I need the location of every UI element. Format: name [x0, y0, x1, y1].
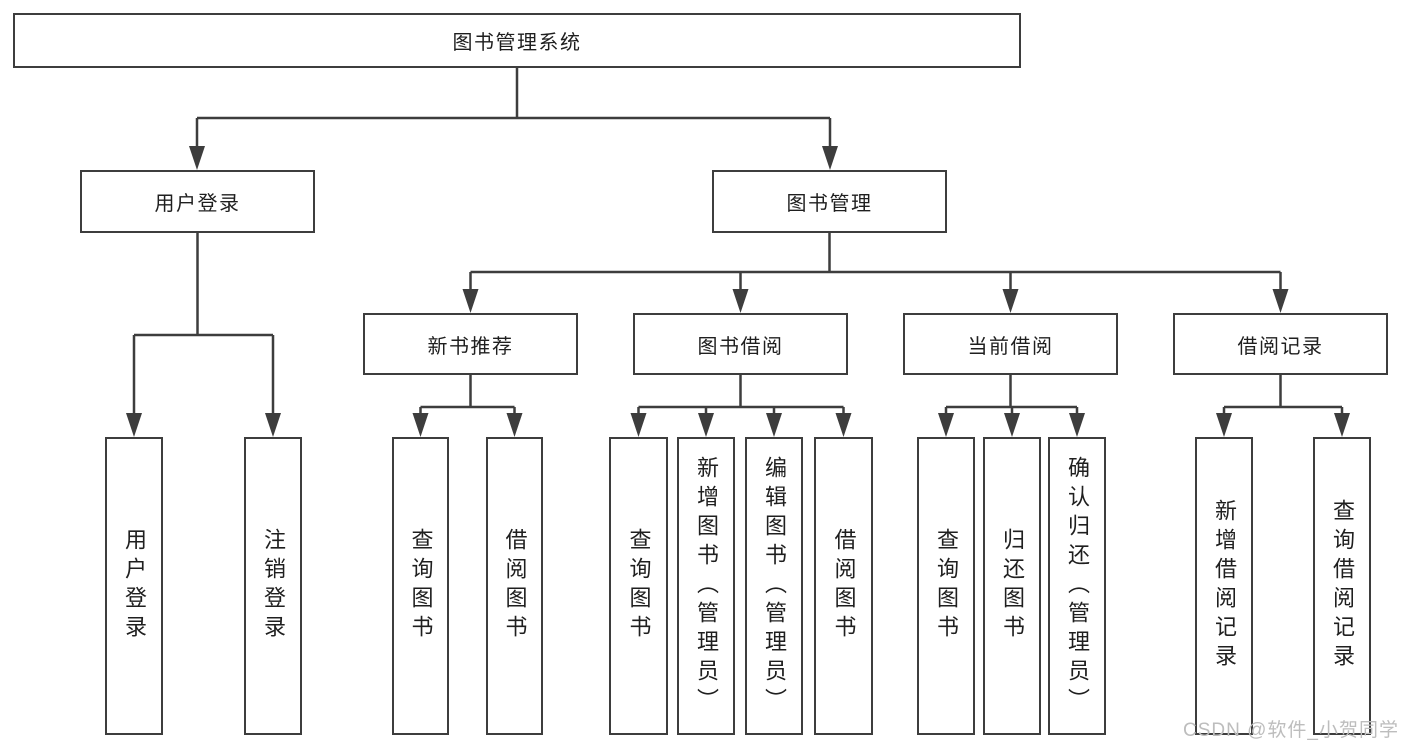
arrowhead — [265, 413, 281, 437]
leaf-record-query-record: 查询借阅记录 — [1313, 437, 1371, 735]
arrowhead — [698, 413, 714, 437]
leaf-current-confirm-return-admin-label: 确认归还（管理员） — [1065, 455, 1090, 717]
leaf-record-add-record: 新增借阅记录 — [1195, 437, 1253, 735]
leaf-user-login-label: 用户登录 — [122, 528, 147, 644]
node-new-book-recommend: 新书推荐 — [363, 313, 578, 375]
node-current-borrow-label: 当前借阅 — [967, 335, 1054, 358]
node-root-label: 图书管理系统 — [452, 32, 582, 54]
leaf-logout: 注销登录 — [244, 437, 302, 735]
node-user-login-label: 用户登录 — [154, 193, 241, 215]
leaf-borrow-query-book: 查询图书 — [609, 437, 668, 735]
arrowhead — [732, 289, 749, 313]
leaf-current-query-book-label: 查询图书 — [934, 528, 959, 644]
arrowhead — [1334, 413, 1350, 437]
arrowhead — [822, 146, 838, 170]
arrowhead — [462, 289, 479, 313]
leaf-recommend-borrow-book: 借阅图书 — [486, 437, 543, 735]
arrowhead — [1069, 413, 1085, 437]
arrowhead — [766, 413, 782, 437]
leaf-recommend-borrow-book-label: 借阅图书 — [502, 528, 528, 644]
leaf-borrow-borrow-book-label: 借阅图书 — [831, 528, 857, 644]
arrowhead — [1002, 289, 1019, 313]
leaf-borrow-add-book-admin-label: 新增图书（管理员） — [694, 455, 719, 717]
arrowhead — [412, 413, 429, 437]
node-borrow-record-label: 借阅记录 — [1237, 335, 1324, 358]
leaf-recommend-query-book: 查询图书 — [392, 437, 449, 735]
connector-bookmgmt-to-level3 — [462, 233, 1289, 313]
node-book-borrow: 图书借阅 — [633, 313, 848, 375]
connector-current-to-leaves — [938, 375, 1085, 437]
leaf-user-login: 用户登录 — [105, 437, 163, 735]
leaf-recommend-query-book-label: 查询图书 — [408, 528, 434, 644]
arrowhead — [126, 413, 142, 437]
leaf-logout-label: 注销登录 — [261, 528, 286, 644]
arrowhead — [630, 413, 647, 437]
connector-root-to-level2 — [189, 68, 838, 170]
csdn-watermark: CSDN @软件_小贺同学 — [1183, 720, 1399, 741]
arrowhead — [938, 413, 954, 437]
arrowhead — [506, 413, 523, 437]
leaf-current-query-book: 查询图书 — [917, 437, 975, 735]
leaf-current-confirm-return-admin: 确认归还（管理员） — [1048, 437, 1106, 735]
node-book-management: 图书管理 — [712, 170, 947, 233]
node-root: 图书管理系统 — [13, 13, 1021, 68]
leaf-current-return-book: 归还图书 — [983, 437, 1041, 735]
leaf-borrow-add-book-admin: 新增图书（管理员） — [677, 437, 735, 735]
leaf-borrow-borrow-book: 借阅图书 — [814, 437, 873, 735]
arrowhead — [189, 146, 205, 170]
leaf-record-query-record-label: 查询借阅记录 — [1330, 499, 1355, 673]
connector-recommend-to-leaves — [412, 375, 523, 437]
arrowhead — [1004, 413, 1020, 437]
node-user-login: 用户登录 — [80, 170, 315, 233]
leaf-record-add-record-label: 新增借阅记录 — [1212, 499, 1237, 673]
arrowhead — [835, 413, 852, 437]
node-current-borrow: 当前借阅 — [903, 313, 1118, 375]
node-book-management-label: 图书管理 — [786, 193, 873, 215]
leaf-current-return-book-label: 归还图书 — [1000, 528, 1025, 644]
node-book-borrow-label: 图书借阅 — [697, 335, 784, 358]
connector-record-to-leaves — [1216, 375, 1350, 437]
arrowhead — [1216, 413, 1232, 437]
leaf-borrow-edit-book-admin-label: 编辑图书（管理员） — [762, 455, 787, 717]
node-new-book-recommend-label: 新书推荐 — [427, 335, 514, 358]
node-borrow-record: 借阅记录 — [1173, 313, 1388, 375]
leaf-borrow-query-book-label: 查询图书 — [626, 528, 652, 644]
connector-userlogin-to-leaves — [126, 233, 281, 437]
arrowhead — [1272, 289, 1289, 313]
connector-borrow-to-leaves — [630, 375, 852, 437]
leaf-borrow-edit-book-admin: 编辑图书（管理员） — [745, 437, 803, 735]
